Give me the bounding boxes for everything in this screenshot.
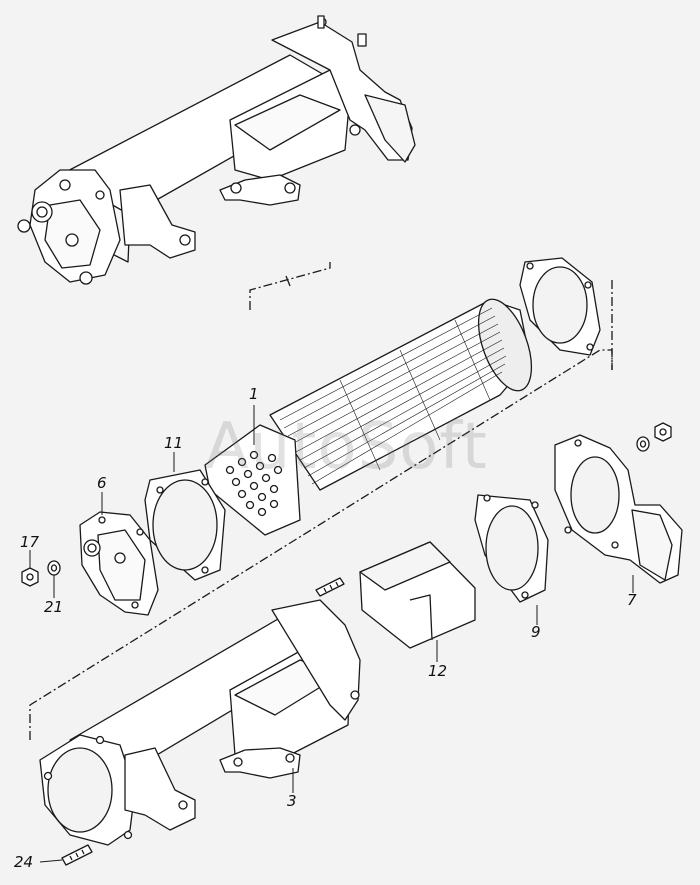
nut-right: [654, 422, 672, 442]
callout-24: 24: [14, 853, 34, 871]
callout-7: 7: [627, 591, 637, 609]
part-6-end-cover: [79, 511, 159, 616]
part-3-housing: [39, 599, 361, 846]
part-17-nut: [21, 567, 39, 587]
watermark: AutoSoft: [205, 410, 488, 484]
part-12-sleeve: [359, 541, 476, 649]
gasket-upper-right: [519, 257, 601, 356]
callout-17: 17: [20, 533, 40, 551]
assembled-oil-cooler: [17, 15, 416, 285]
part-21-washer: [47, 560, 61, 576]
callout-21: 21: [44, 598, 64, 616]
leader-lines: [29, 405, 634, 863]
stud: [315, 577, 345, 597]
callout-1: 1: [249, 385, 259, 403]
part-11-gasket: [144, 469, 226, 581]
part-24-stud: [61, 844, 93, 866]
assembly-bracket: [29, 262, 613, 740]
callout-12: 12: [428, 662, 448, 680]
callout-11: 11: [164, 434, 184, 452]
part-1-tube-bundle: [204, 298, 533, 536]
callout-3: 3: [287, 792, 297, 810]
washer-right: [636, 436, 650, 452]
callout-6: 6: [97, 474, 107, 492]
part-7-end-housing: [554, 434, 683, 584]
part-9-gasket: [474, 494, 549, 603]
callout-9: 9: [531, 623, 541, 641]
